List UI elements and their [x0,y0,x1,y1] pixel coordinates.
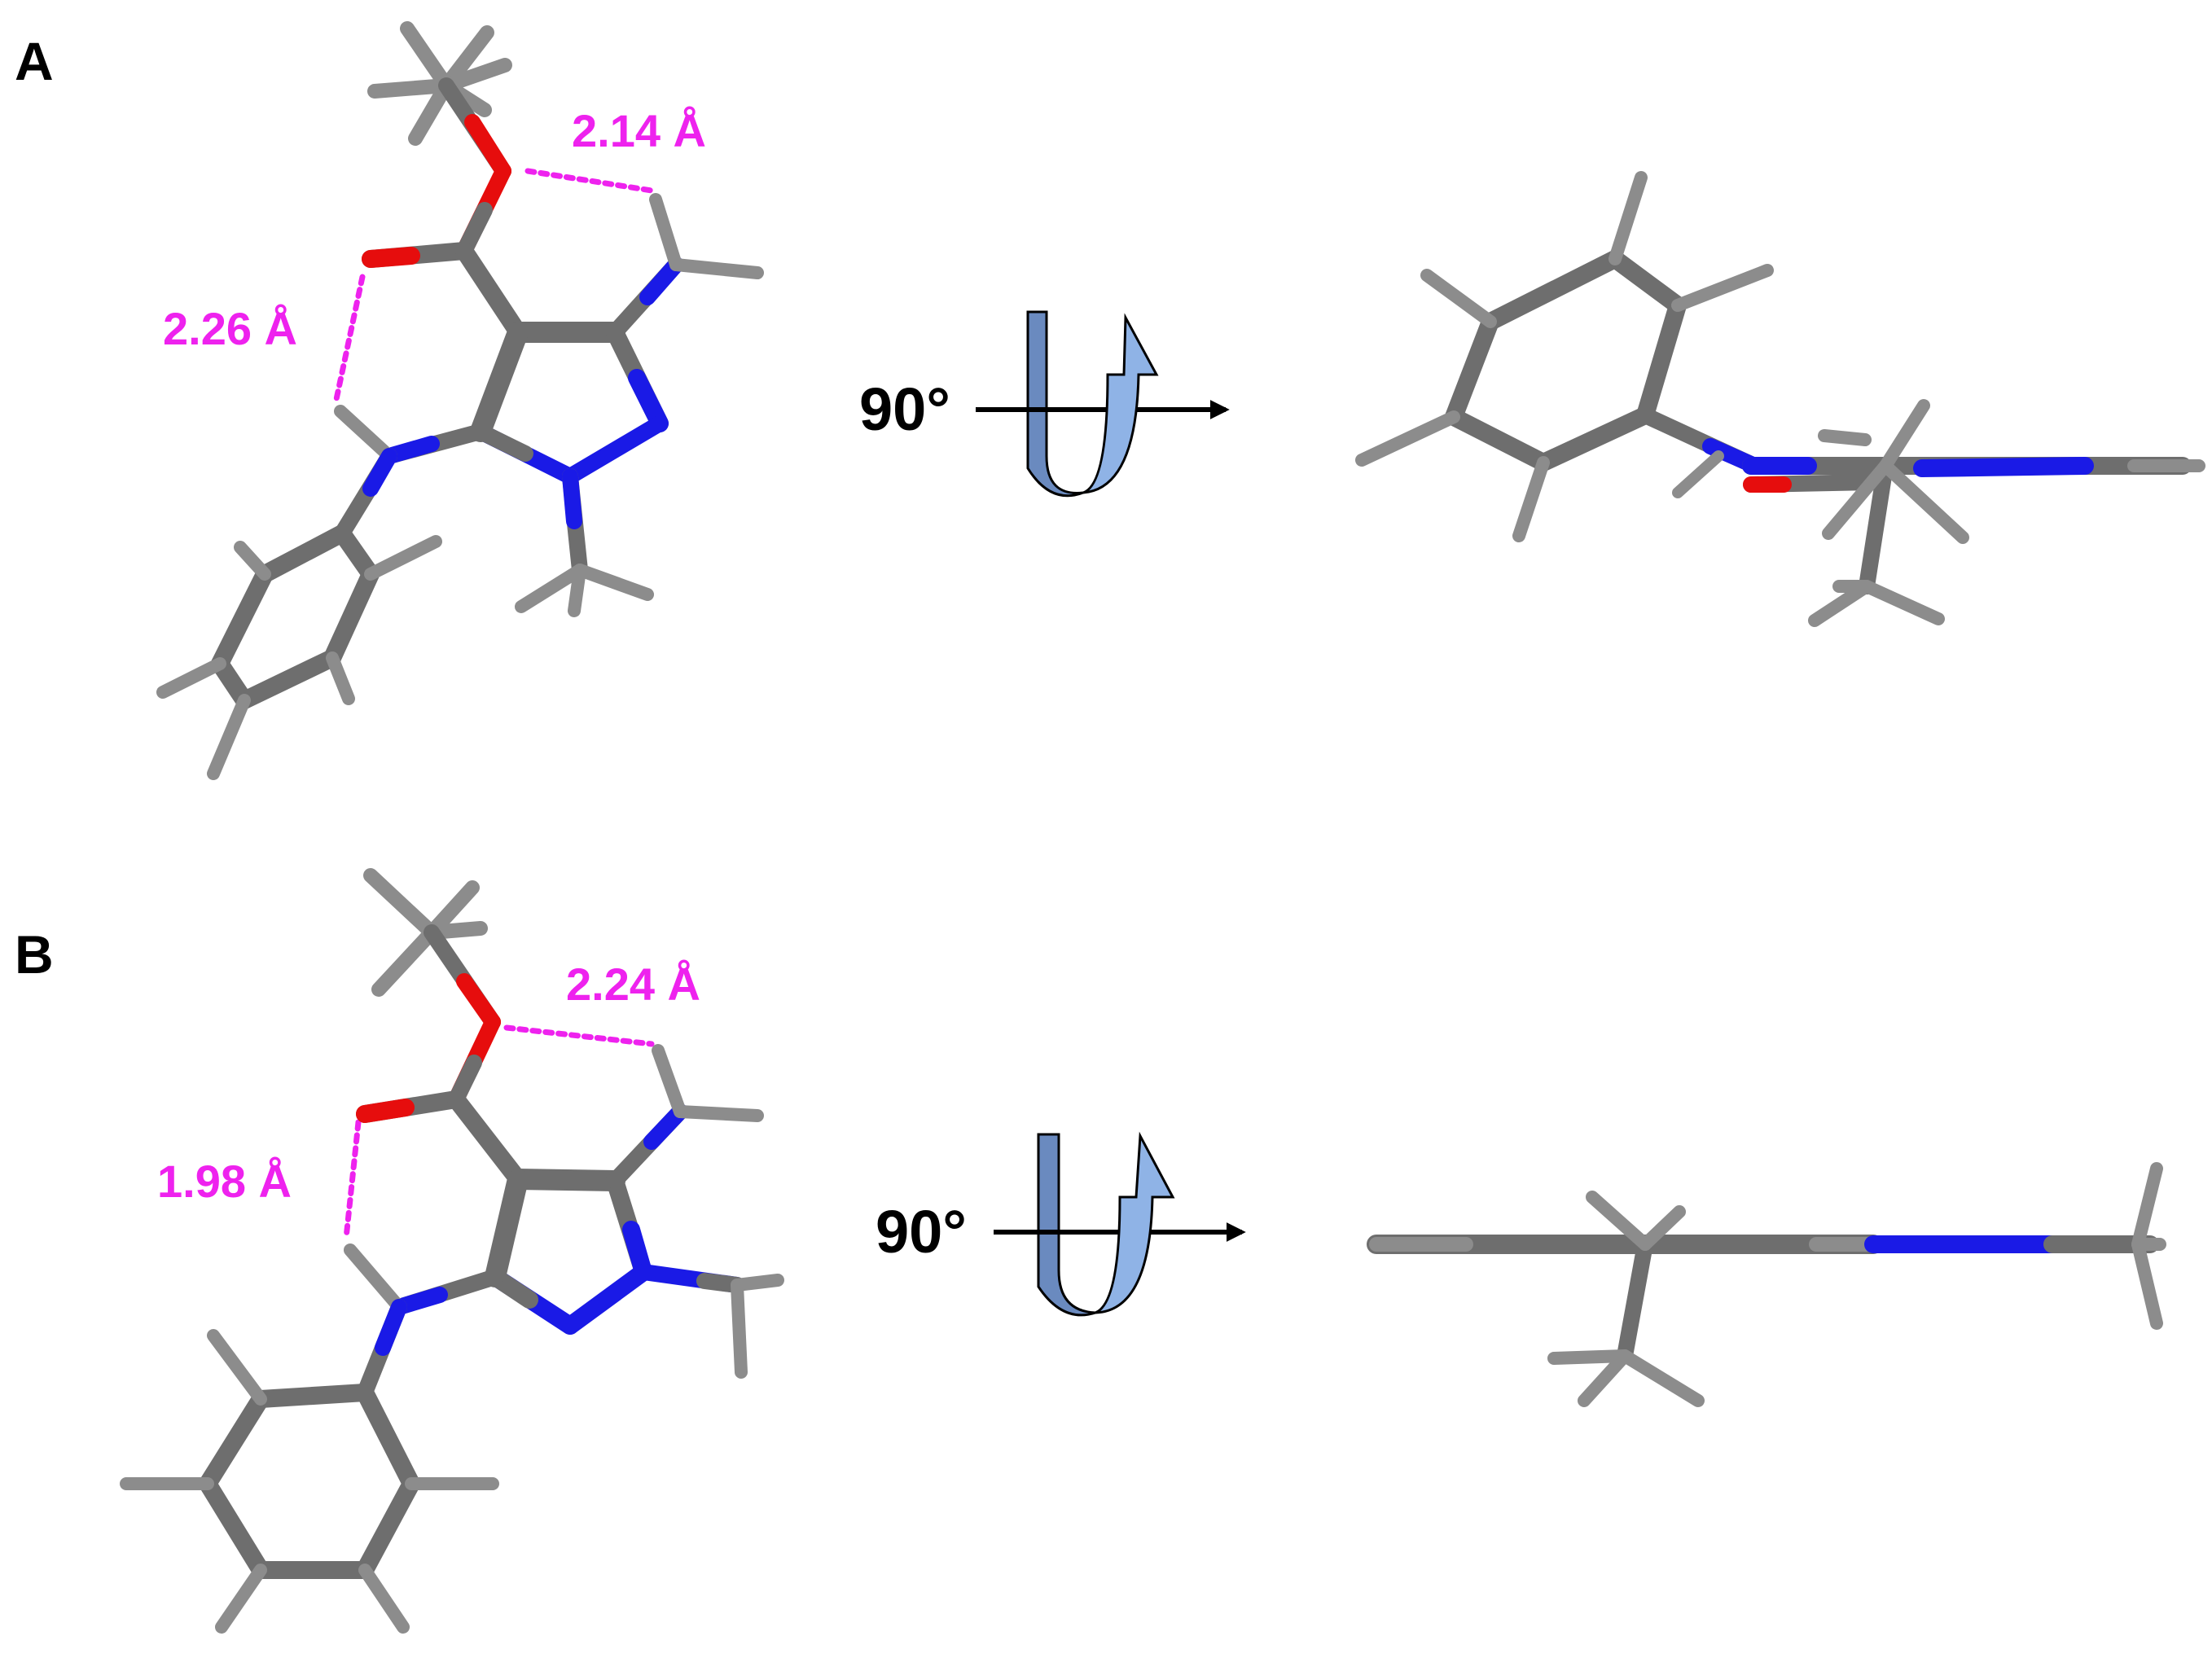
molecule-a-side [1355,171,2205,627]
rotation-angle-label: 90° [876,1198,967,1265]
panel-b: B [15,868,2166,1634]
panel-a: A [15,21,2205,780]
rotation-arrow-back [1026,310,1084,498]
hbond-distance-label: 2.24 Å [566,958,700,1010]
hbond-line [503,1024,655,1047]
rotation-arrow-front [1095,1131,1175,1314]
molecule-a-front [156,21,764,780]
rotation-indicator-b: 90° [876,1131,1246,1317]
hbond-line [524,168,655,194]
molecule-b-front [120,868,784,1634]
panel-letter-a: A [15,31,54,91]
hbond-distance-label: 2.26 Å [163,303,297,354]
hbond-line [332,274,366,406]
hbond-distance-label: 1.98 Å [157,1156,292,1207]
panel-letter-b: B [15,924,54,985]
hbond-distance-label: 2.14 Å [572,105,706,156]
rotation-arrow-back [1037,1133,1096,1317]
rotation-angle-label: 90° [859,375,950,443]
hbond-line [343,1119,362,1241]
rotation-arrow-front [1082,313,1159,494]
molecule-b-side [1367,1162,2166,1407]
rotation-indicator-a: 90° [859,310,1230,498]
